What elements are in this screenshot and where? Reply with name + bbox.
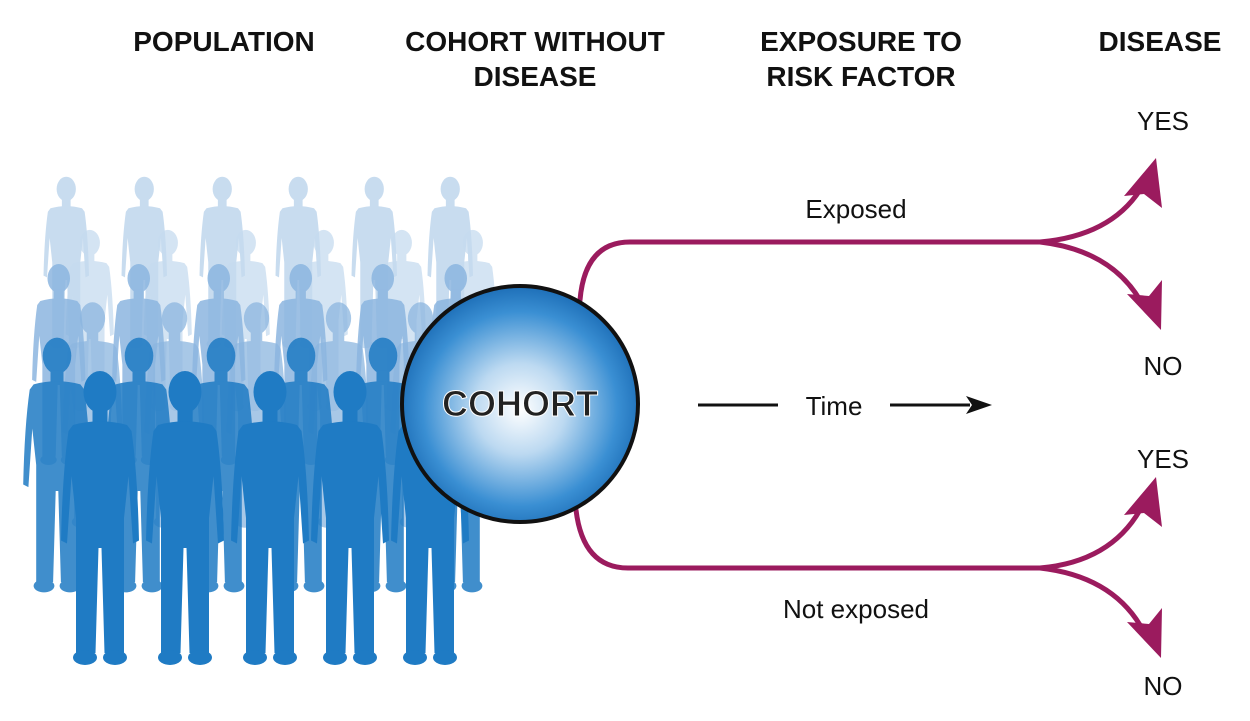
header-population: POPULATION xyxy=(133,26,314,57)
header-exposure-line2: RISK FACTOR xyxy=(766,61,955,92)
exposed-label: Exposed xyxy=(805,194,906,224)
not-exposed-yes-arrowhead xyxy=(1124,477,1162,527)
time-label: Time xyxy=(806,391,863,421)
not-exposed-no-arrowhead xyxy=(1127,608,1162,658)
cohort-label: COHORT xyxy=(442,383,598,424)
not-exposed-no-label: NO xyxy=(1144,671,1183,701)
time-arrowhead xyxy=(966,396,992,414)
exposed-yes-label: YES xyxy=(1137,106,1189,136)
not-exposed-path xyxy=(573,507,1043,571)
branch-arrowheads xyxy=(1124,158,1162,658)
exposed-no-label: NO xyxy=(1144,351,1183,381)
cohort-circle xyxy=(400,284,640,524)
exposed-yes-arrowhead xyxy=(1124,158,1162,208)
header-cohort-line1: COHORT WITHOUT xyxy=(405,26,665,57)
not-exposed-label: Not exposed xyxy=(783,594,929,624)
not-exposed-yes-branch xyxy=(1037,507,1143,571)
header-disease: DISEASE xyxy=(1099,26,1222,57)
exposure-paths xyxy=(573,187,1143,628)
exposed-yes-branch xyxy=(1037,187,1143,245)
header-cohort-line2: DISEASE xyxy=(474,61,597,92)
not-exposed-yes-label: YES xyxy=(1137,444,1189,474)
exposed-no-branch xyxy=(1037,239,1143,303)
header-exposure-line1: EXPOSURE TO xyxy=(760,26,962,57)
exposed-no-arrowhead xyxy=(1127,280,1162,330)
exposed-path xyxy=(577,239,1043,303)
not-exposed-no-branch xyxy=(1037,565,1143,628)
